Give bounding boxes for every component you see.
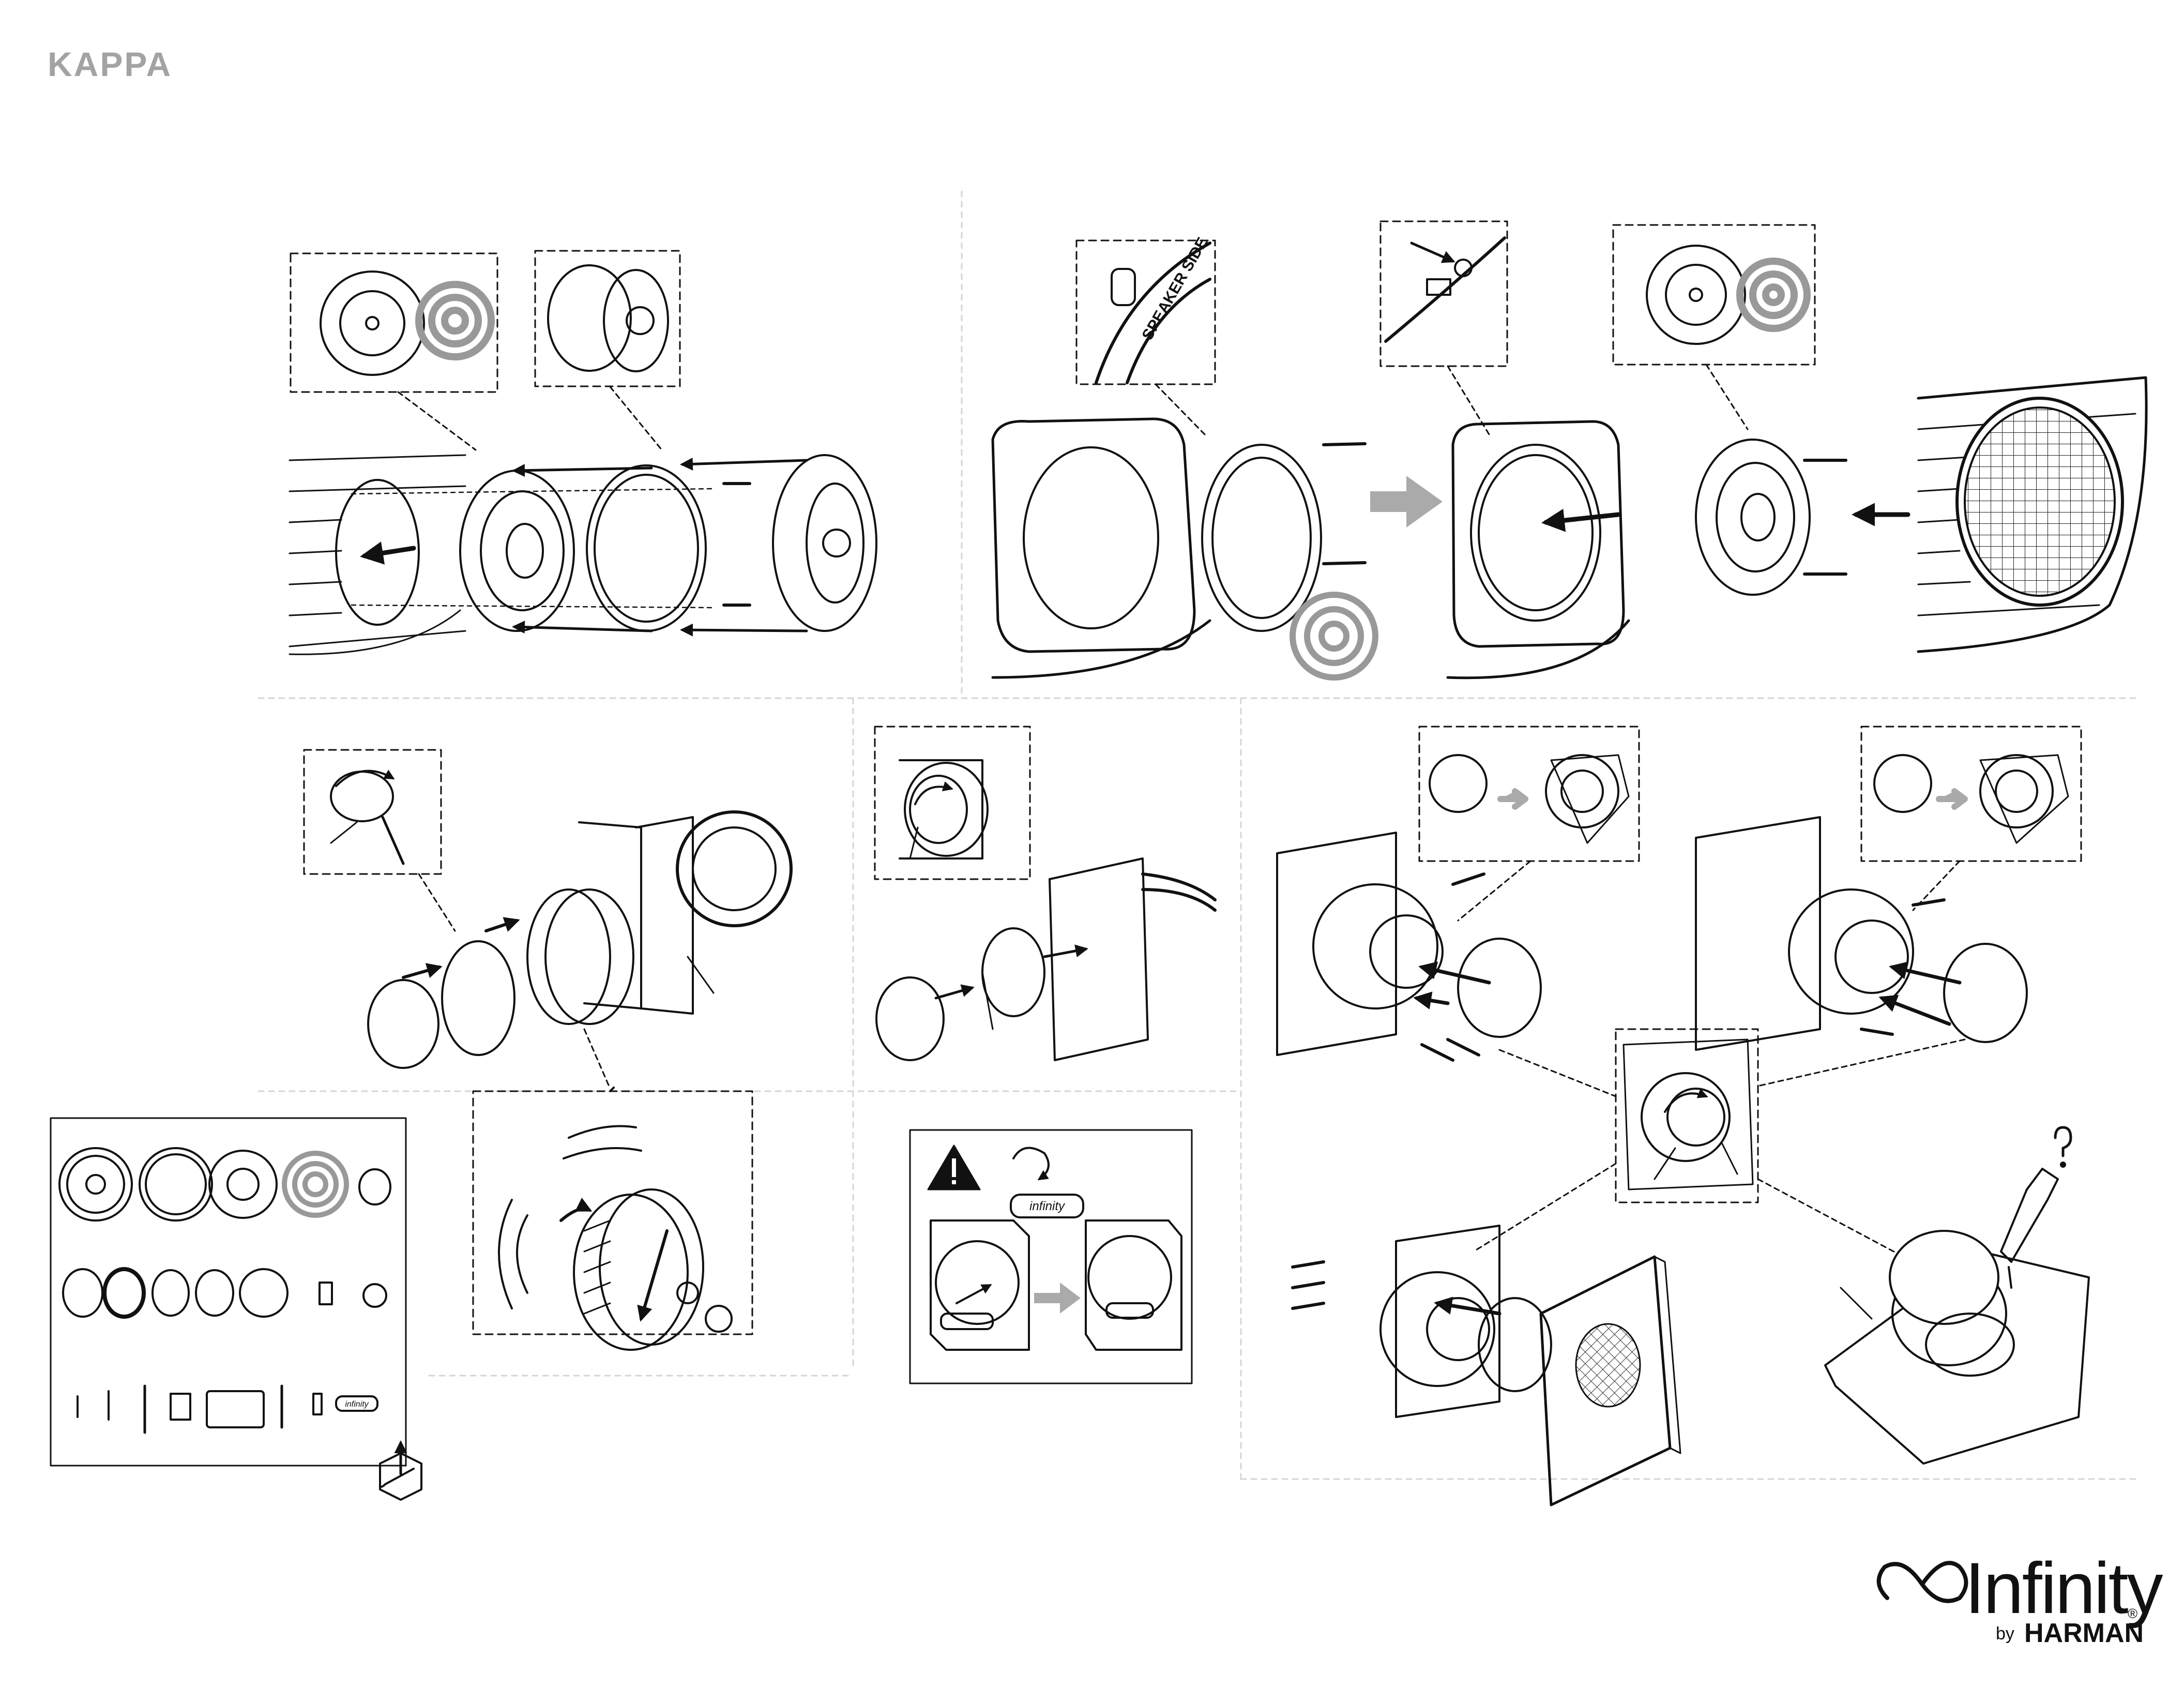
tweeter-dome xyxy=(368,980,438,1068)
break-tabs-thumb-1 xyxy=(1430,755,1629,843)
panel-surface-tweeter xyxy=(875,727,1215,1060)
threaded-housing xyxy=(574,1195,688,1350)
brand-byline-prefix: by xyxy=(1996,1624,2014,1644)
detail-box-twist xyxy=(304,750,441,874)
panel-coaxial-mount xyxy=(290,251,876,654)
tab-closeup xyxy=(1386,238,1505,341)
panel-bracket-tweeter xyxy=(1277,727,2089,1505)
tweeter-thumb xyxy=(548,265,668,371)
detail-box-break-tabs-1 xyxy=(1419,727,1639,861)
lock-ring xyxy=(677,812,791,926)
emblem-badge-text: infinity xyxy=(1029,1199,1066,1213)
detail-box-threaded xyxy=(473,1091,752,1334)
parts-emblem-text: infinity xyxy=(345,1400,369,1409)
parts-inventory: infinity xyxy=(51,1118,421,1500)
brand-byline-name: HARMAN xyxy=(2024,1618,2144,1649)
panel-flush-tweeter xyxy=(304,585,791,1350)
surface-panel xyxy=(1050,858,1148,1060)
infinity-logo-mark xyxy=(1879,1563,1966,1601)
question-mark-icon xyxy=(2055,1127,2071,1156)
speaker-grille xyxy=(773,455,876,631)
break-tabs-thumb-2 xyxy=(1874,755,2068,843)
bracket-cable xyxy=(1293,595,1375,677)
speaker-side-closeup: SPEAKER SIDE xyxy=(1096,235,1211,383)
speaker-with-cable-thumb xyxy=(321,272,491,375)
detail-box-center xyxy=(1616,1029,1758,1202)
parts-row-2 xyxy=(63,1269,386,1317)
detail-box-break-tabs-2 xyxy=(1861,727,2081,861)
crossover xyxy=(207,1391,264,1427)
surface-mount-cup xyxy=(982,928,1044,1016)
warning-icon xyxy=(928,1146,980,1189)
parts-row-1 xyxy=(59,1148,390,1220)
large-arrow-icon xyxy=(1370,476,1443,528)
surface-tweeter-dome xyxy=(876,977,944,1060)
panel-emblem-rotation: infinity xyxy=(910,1130,1192,1383)
bracket-tweeter-dome xyxy=(1458,939,1541,1037)
panel-bracket-install: SPEAKER SIDE xyxy=(993,221,2146,678)
mounting-ring xyxy=(587,465,706,631)
parts-row-3: infinity xyxy=(78,1386,377,1433)
mounting-bracket xyxy=(1202,445,1321,631)
door-grille xyxy=(1918,378,2146,652)
open-box-icon xyxy=(380,1443,421,1500)
tweeter-cup xyxy=(442,941,514,1055)
glue-tube xyxy=(2001,1169,2058,1262)
